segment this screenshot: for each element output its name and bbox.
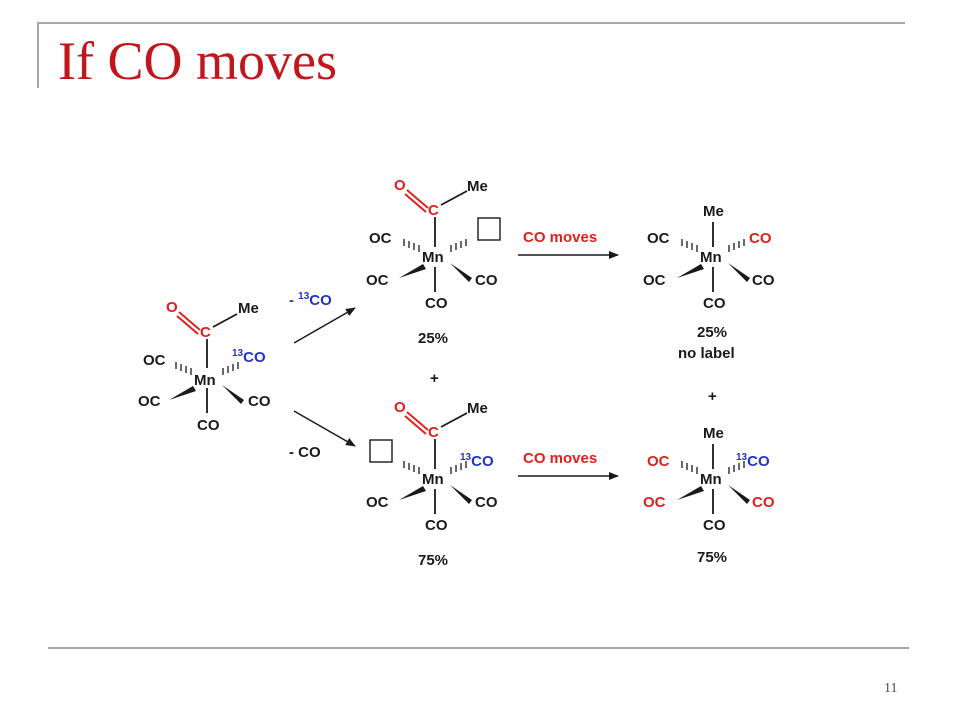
methyl-label: Me <box>703 203 724 220</box>
ligand-oc-label: OC <box>138 393 161 410</box>
manganese-label: Mn <box>700 471 722 488</box>
ligand-oc-label: OC <box>143 352 166 369</box>
isotope-13-label: 13 <box>298 291 310 302</box>
acyl-carbon-label: C <box>200 324 211 341</box>
no-label-caption: no label <box>678 345 735 362</box>
acyl-oxygen-label: O <box>394 177 406 194</box>
frame-left-rule <box>37 22 39 88</box>
loss-13co-label: CO <box>309 292 332 309</box>
methyl-label: Me <box>467 400 488 417</box>
arrow-lower-branch <box>293 410 356 447</box>
labeled-co-label: CO <box>747 453 770 470</box>
yield-75-label: 75% <box>418 552 448 569</box>
moved-oc-label: OC <box>647 453 670 470</box>
start-complex: O Me C OC 13CO Mn OC CO CO <box>138 299 271 434</box>
co-moves-label: CO moves <box>523 229 597 246</box>
yield-25-label: 25% <box>418 330 448 347</box>
ligand-oc-label: OC <box>366 272 389 289</box>
yield-25-label: 25% <box>697 324 727 341</box>
ligand-oc-label: OC <box>369 230 392 247</box>
ligand-oc-label: OC <box>647 230 670 247</box>
acyl-carbon-label: C <box>428 424 439 441</box>
lower-intermediate: O Me C 13CO Mn OC CO CO 75% <box>366 399 498 569</box>
ligand-co-label: CO <box>475 272 498 289</box>
isotope-13-label: 13 <box>460 452 472 463</box>
upper-product: Me OC CO Mn OC CO CO 25% no label <box>643 203 775 362</box>
svg-text:- 13CO: - 13CO <box>289 291 332 309</box>
ligand-co-label: CO <box>248 393 271 410</box>
frame-bottom-rule <box>48 647 909 649</box>
labeled-co-label: CO <box>471 453 494 470</box>
ligand-co-label: CO <box>197 417 220 434</box>
slide-title: If CO moves <box>58 31 337 91</box>
ligand-oc-label: OC <box>366 494 389 511</box>
page-number: 11 <box>884 681 898 696</box>
isotope-13-label: 13 <box>232 348 244 359</box>
moved-co-label: CO <box>749 230 772 247</box>
moved-co-label: CO <box>752 494 775 511</box>
ligand-co-label: CO <box>475 494 498 511</box>
arrow-upper-branch <box>293 307 356 344</box>
moved-oc-label: OC <box>643 494 666 511</box>
svg-text:13CO: 13CO <box>460 452 494 470</box>
ligand-co-label: CO <box>752 272 775 289</box>
methyl-label: Me <box>467 178 488 195</box>
upper-intermediate: O Me C OC Mn OC CO CO 25% <box>366 177 501 347</box>
svg-text:13CO: 13CO <box>232 348 266 366</box>
acyl-carbon-label: C <box>428 202 439 219</box>
manganese-label: Mn <box>700 249 722 266</box>
methyl-label: Me <box>703 425 724 442</box>
co-moves-label: CO moves <box>523 450 597 467</box>
labeled-co-label: CO <box>243 349 266 366</box>
methyl-label: Me <box>238 300 259 317</box>
acyl-oxygen-label: O <box>394 399 406 416</box>
acyl-oxygen-label: O <box>166 299 178 316</box>
isotope-13-label: 13 <box>736 452 748 463</box>
manganese-label: Mn <box>422 471 444 488</box>
plus-sign-right: + <box>708 388 717 405</box>
ligand-co-label: CO <box>703 295 726 312</box>
ligand-co-label: CO <box>425 517 448 534</box>
frame-top-rule <box>37 22 905 24</box>
svg-text:13CO: 13CO <box>736 452 770 470</box>
ligand-oc-label: OC <box>643 272 666 289</box>
lower-product: Me OC 13CO Mn OC CO CO 75% <box>643 425 775 566</box>
manganese-label: Mn <box>194 372 216 389</box>
plus-sign-middle: + <box>430 370 439 387</box>
yield-75-label: 75% <box>697 549 727 566</box>
ligand-co-label: CO <box>703 517 726 534</box>
manganese-label: Mn <box>422 249 444 266</box>
loss-co-label: - CO <box>289 444 321 461</box>
ligand-co-label: CO <box>425 295 448 312</box>
loss-dash-label: - <box>289 292 298 309</box>
